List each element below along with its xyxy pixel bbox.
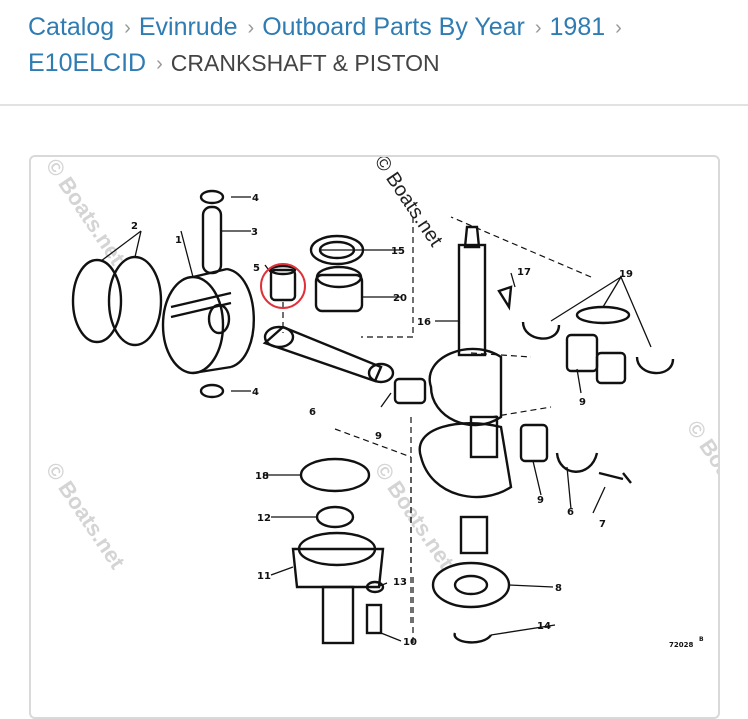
part-label[interactable]: 20 <box>393 293 407 304</box>
part-labels: 1 2 3 4 4 5 6 6 7 8 9 9 9 10 11 12 13 14… <box>131 193 633 648</box>
part-label[interactable]: 15 <box>391 246 405 257</box>
part-label[interactable]: 1 <box>175 235 182 246</box>
part-label[interactable]: 19 <box>619 269 633 280</box>
watermark-right: © Boats.net <box>682 416 718 532</box>
figure-code: 72028 <box>669 641 693 649</box>
part-label[interactable]: 3 <box>251 227 258 238</box>
header-divider <box>0 104 748 106</box>
part-label[interactable]: 4 <box>252 193 259 204</box>
part-label[interactable]: 13 <box>393 577 407 588</box>
part-label[interactable]: 18 <box>255 471 269 482</box>
breadcrumb-link-outboard-parts-by-year[interactable]: Outboard Parts By Year <box>262 13 525 41</box>
part-label[interactable]: 17 <box>517 267 531 278</box>
breadcrumb-link-evinrude[interactable]: Evinrude <box>138 13 238 41</box>
breadcrumb-row-2: E10ELCID › CRANKSHAFT & PISTON <box>28 46 728 82</box>
watermark-top-left: © Boats.net <box>41 157 131 270</box>
part-label[interactable]: 4 <box>252 387 259 398</box>
part-label[interactable]: 12 <box>257 513 271 524</box>
leader-lines <box>100 196 652 642</box>
part-label[interactable]: 14 <box>537 621 551 632</box>
exploded-view-drawing: © Boats.net © Boats.net © Boats.net © Bo… <box>41 157 718 649</box>
part-label[interactable]: 11 <box>257 571 271 582</box>
chevron-right-icon: › <box>534 17 542 39</box>
part-label[interactable]: 7 <box>599 519 606 530</box>
chevron-right-icon: › <box>156 53 163 75</box>
watermark-dark: © Boats.net <box>370 157 447 251</box>
breadcrumb-link-year[interactable]: 1981 <box>549 13 606 41</box>
part-label[interactable]: 9 <box>579 397 586 408</box>
part-label[interactable]: 5 <box>253 263 260 274</box>
part-label[interactable]: 2 <box>131 221 138 232</box>
highlight-circle <box>260 263 306 309</box>
dashed-guide-lines <box>282 216 592 647</box>
chevron-right-icon: › <box>124 17 131 39</box>
breadcrumb-current: CRANKSHAFT & PISTON <box>170 50 440 76</box>
chevron-right-icon: › <box>615 17 622 39</box>
breadcrumb-row-1: Catalog › Evinrude › Outboard Parts By Year ›… <box>28 10 728 46</box>
chevron-right-icon: › <box>247 17 255 39</box>
watermark-bottom-left: © Boats.net <box>41 458 131 574</box>
part-label[interactable]: 10 <box>403 637 417 648</box>
part-label[interactable]: 8 <box>555 583 562 594</box>
parts-diagram[interactable]: © Boats.net © Boats.net © Boats.net © Bo… <box>29 155 720 719</box>
drawing-lines <box>71 189 675 645</box>
part-label[interactable]: 6 <box>567 507 574 518</box>
breadcrumb-link-model[interactable]: E10ELCID <box>28 49 147 77</box>
part-label[interactable]: 9 <box>375 431 382 442</box>
part-label[interactable]: 9 <box>537 495 544 506</box>
part-label[interactable]: 16 <box>417 317 431 328</box>
figure-mark: B <box>699 636 704 643</box>
breadcrumb: Catalog › Evinrude › Outboard Parts By Year ›… <box>28 10 728 82</box>
breadcrumb-link-catalog[interactable]: Catalog <box>28 13 115 41</box>
part-label[interactable]: 6 <box>309 407 316 418</box>
